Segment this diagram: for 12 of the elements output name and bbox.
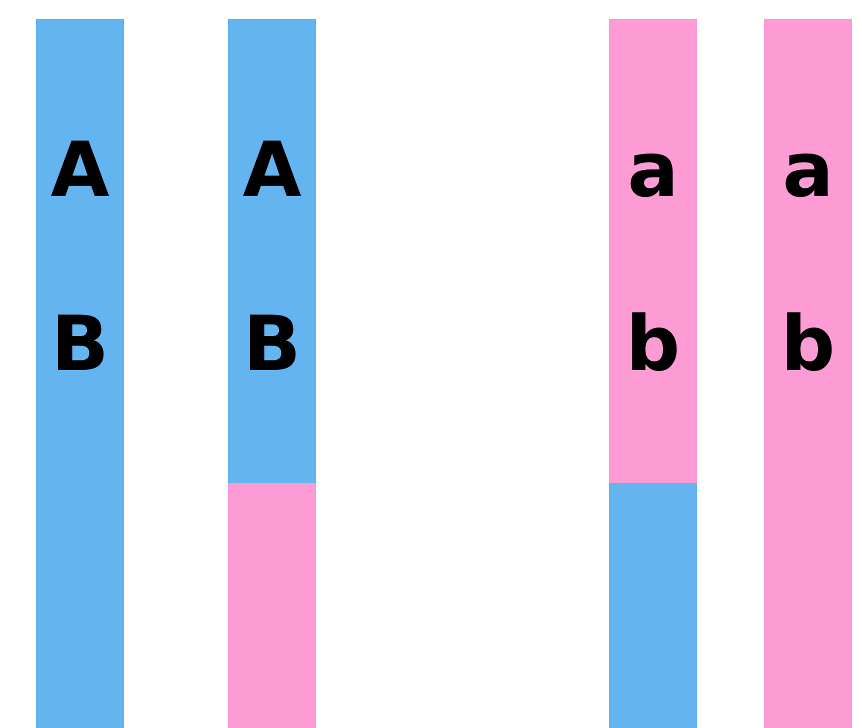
allele-label: B <box>50 299 110 389</box>
allele-label: A <box>50 125 110 215</box>
allele-label: b <box>624 299 682 389</box>
chromosome-bar <box>609 19 697 728</box>
chromosome-bar <box>764 19 852 728</box>
allele-label: A <box>242 125 302 215</box>
allele-label: a <box>781 125 835 215</box>
allele-label: a <box>626 125 680 215</box>
allele-label: b <box>780 299 836 389</box>
chromosome-bar <box>228 19 316 728</box>
chromosome-bar <box>36 19 124 728</box>
allele-label: B <box>242 299 302 389</box>
